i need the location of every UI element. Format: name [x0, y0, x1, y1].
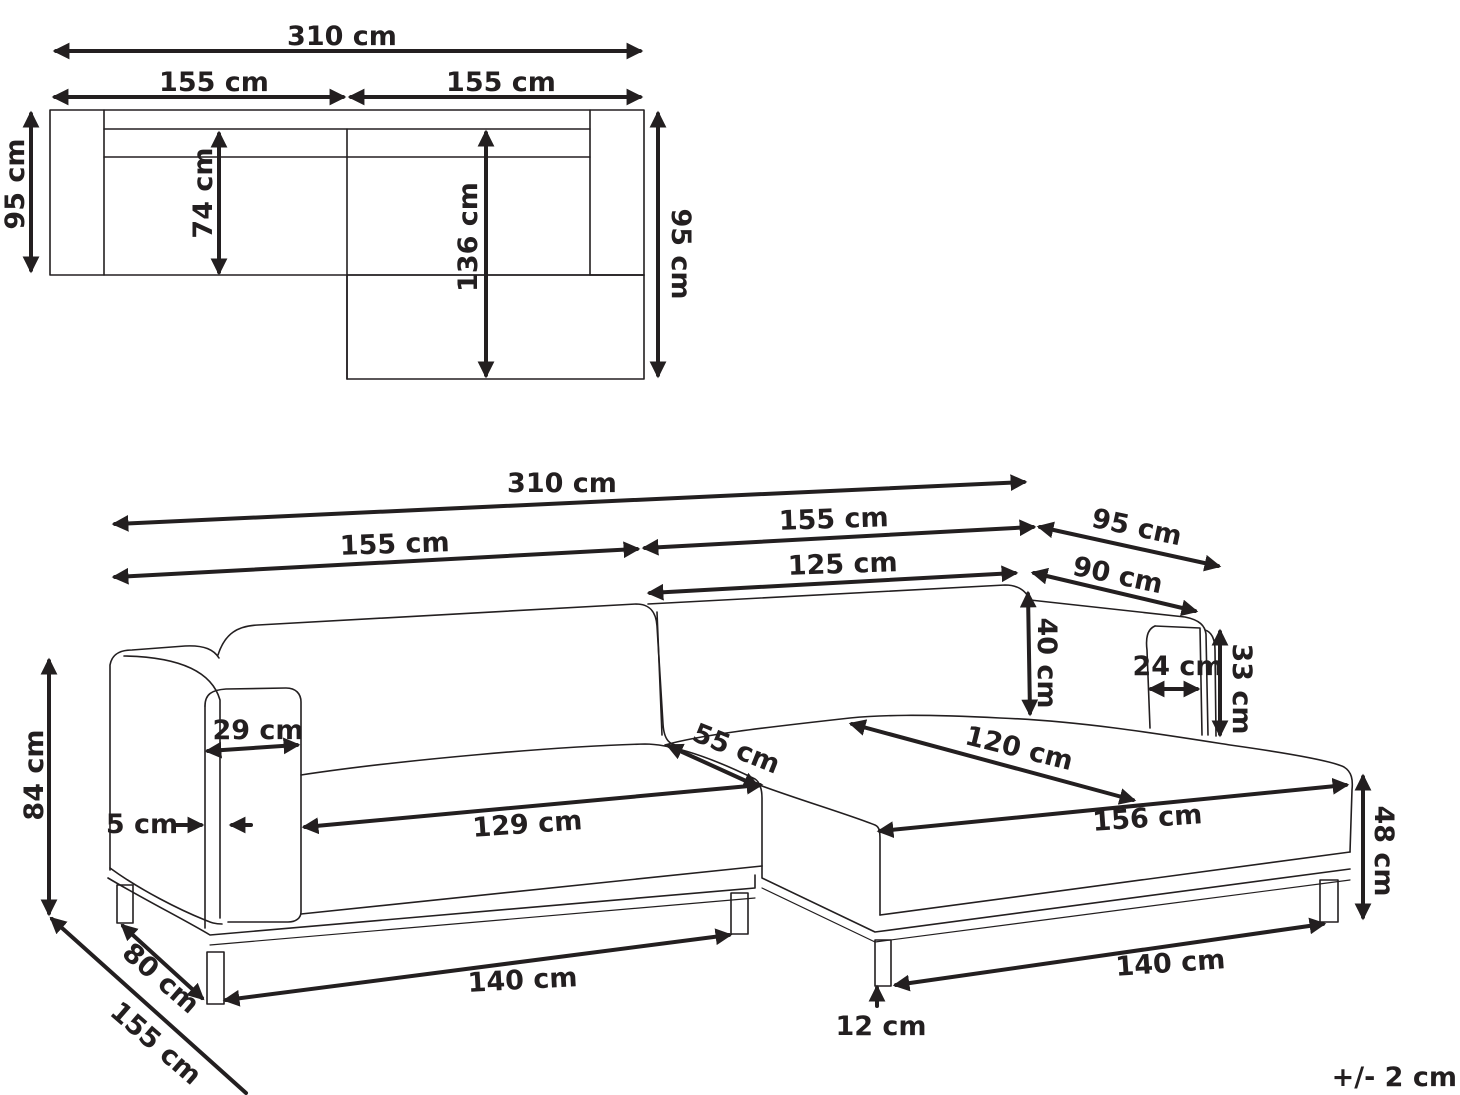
top-right-depth-label: 95 cm [665, 208, 696, 299]
top-overall-width-label: 310 cm [287, 21, 397, 52]
tolerance-note: +/- 2 cm [1332, 1062, 1457, 1093]
persp-overall-width-label: 310 cm [507, 468, 617, 499]
persp-leg-span-right-line [892, 917, 1327, 992]
persp-chaise-width-line [1036, 521, 1222, 572]
persp-chaise-length-line [876, 777, 1350, 839]
persp-leg-span-left-label: 140 cm [467, 962, 578, 999]
persp-backrest-height-line [1019, 590, 1039, 717]
sofa-drawing [107, 584, 1354, 1005]
persp-seat-height-label: 48 cm [1368, 805, 1399, 896]
top-view: 310 cm 155 cm 155 cm 95 cm 74 cm 136 cm … [0, 21, 696, 380]
persp-right-width-label: 155 cm [778, 502, 889, 537]
persp-inner-chaise-width-line [1030, 567, 1199, 617]
persp-right-width-line [641, 519, 1037, 556]
persp-back-width-line [646, 565, 1019, 601]
perspective-view: 310 cm 155 cm 155 cm 95 cm 125 cm 90 cm … [19, 468, 1399, 1095]
persp-chaise-length-label: 156 cm [1092, 799, 1204, 838]
persp-base-inset-label: 5 cm [106, 809, 178, 840]
persp-overall-width-line [111, 474, 1028, 532]
top-chaise-length-label: 136 cm [453, 182, 484, 292]
persp-armrest-height-label: 33 cm [1226, 643, 1257, 734]
persp-back-width-label: 125 cm [787, 547, 898, 582]
persp-leg-span-left-line [222, 928, 733, 1007]
top-left-width-label: 155 cm [159, 67, 269, 98]
top-left-depth-label: 95 cm [0, 138, 31, 229]
persp-chaise-width-label: 95 cm [1089, 503, 1185, 552]
persp-leg-height-label: 12 cm [835, 1011, 926, 1042]
top-right-width-label: 155 cm [446, 67, 556, 98]
persp-armrest-width-left-label: 29 cm [212, 715, 303, 746]
persp-armrest-width-left-line [204, 737, 301, 759]
top-view-outline [49, 109, 645, 380]
persp-side-length-line [49, 916, 248, 1095]
persp-left-width-label: 155 cm [339, 527, 450, 562]
persp-armrest-width-right-label: 24 cm [1132, 651, 1223, 682]
persp-seat-width-label: 129 cm [472, 805, 584, 844]
persp-leg-span-right-label: 140 cm [1115, 944, 1227, 983]
persp-seat-width-line [301, 777, 764, 835]
persp-total-height-label: 84 cm [19, 729, 50, 820]
persp-left-width-line [111, 541, 641, 585]
persp-backrest-height-label: 40 cm [1031, 617, 1062, 708]
top-seat-depth-label: 74 cm [188, 147, 219, 238]
persp-depth-line [120, 923, 205, 1001]
